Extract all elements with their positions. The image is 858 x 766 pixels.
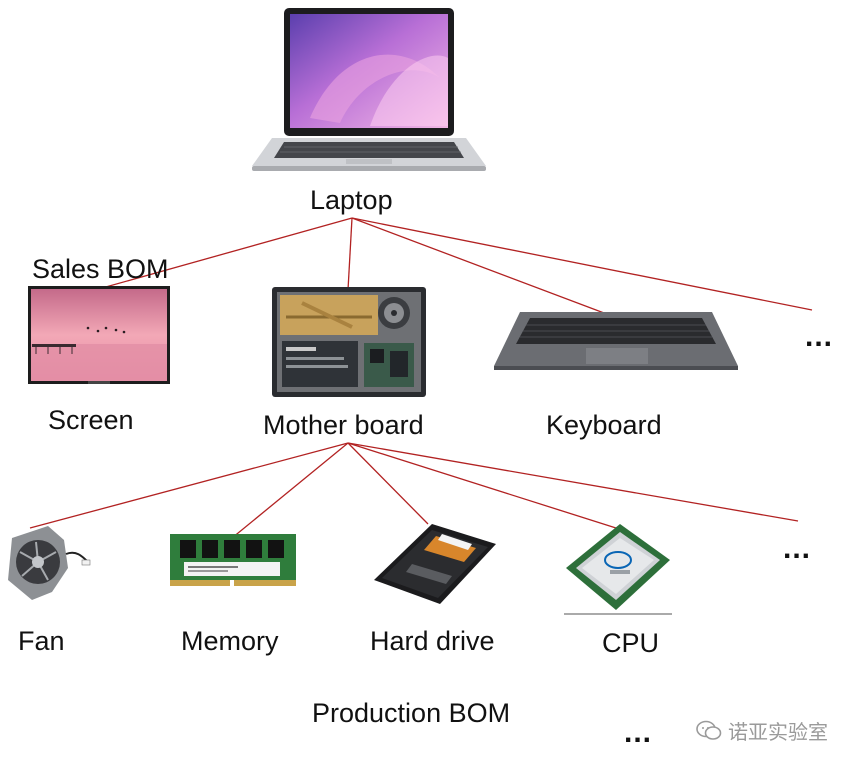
motherboard-image: [272, 287, 426, 397]
cpu-label: CPU: [602, 628, 660, 658]
fan-image: [8, 526, 91, 600]
screen-image: [28, 286, 170, 384]
bottom-ellipsis: ...: [624, 716, 653, 749]
keyboard-label: Keyboard: [546, 410, 662, 440]
production-more-ellipsis: ...: [783, 532, 812, 565]
production-bom-label: Production BOM: [312, 698, 511, 728]
hard-drive-image: [374, 524, 496, 604]
screen-label: Screen: [48, 405, 134, 435]
connector-motherboard-memory: [231, 442, 349, 539]
watermark: 诺亚实验室: [696, 716, 828, 745]
fan-label: Fan: [18, 626, 65, 656]
connector-laptop-screen: [94, 217, 353, 291]
laptop-image: [252, 8, 486, 171]
connector-laptop-keyboard: [351, 217, 613, 317]
laptop-label: Laptop: [310, 185, 393, 215]
connector-motherboard-fan: [29, 442, 349, 529]
wechat-icon: [696, 720, 722, 740]
connector-motherboard-cpu: [347, 442, 617, 529]
connector-motherboard-harddrive: [347, 442, 429, 525]
hard-drive-label: Hard drive: [370, 626, 495, 656]
connector-laptop-motherboard: [347, 217, 353, 291]
keyboard-image: [494, 312, 738, 370]
memory-label: Memory: [181, 626, 279, 656]
memory-image: [170, 534, 296, 588]
sales-more-ellipsis: ...: [805, 320, 834, 353]
motherboard-label: Mother board: [263, 410, 424, 440]
connector-motherboard-more: [347, 442, 799, 522]
sales-bom-label: Sales BOM: [32, 254, 169, 284]
cpu-image: [564, 524, 672, 615]
connector-laptop-more: [351, 217, 813, 311]
watermark-text: 诺亚实验室: [728, 720, 828, 744]
